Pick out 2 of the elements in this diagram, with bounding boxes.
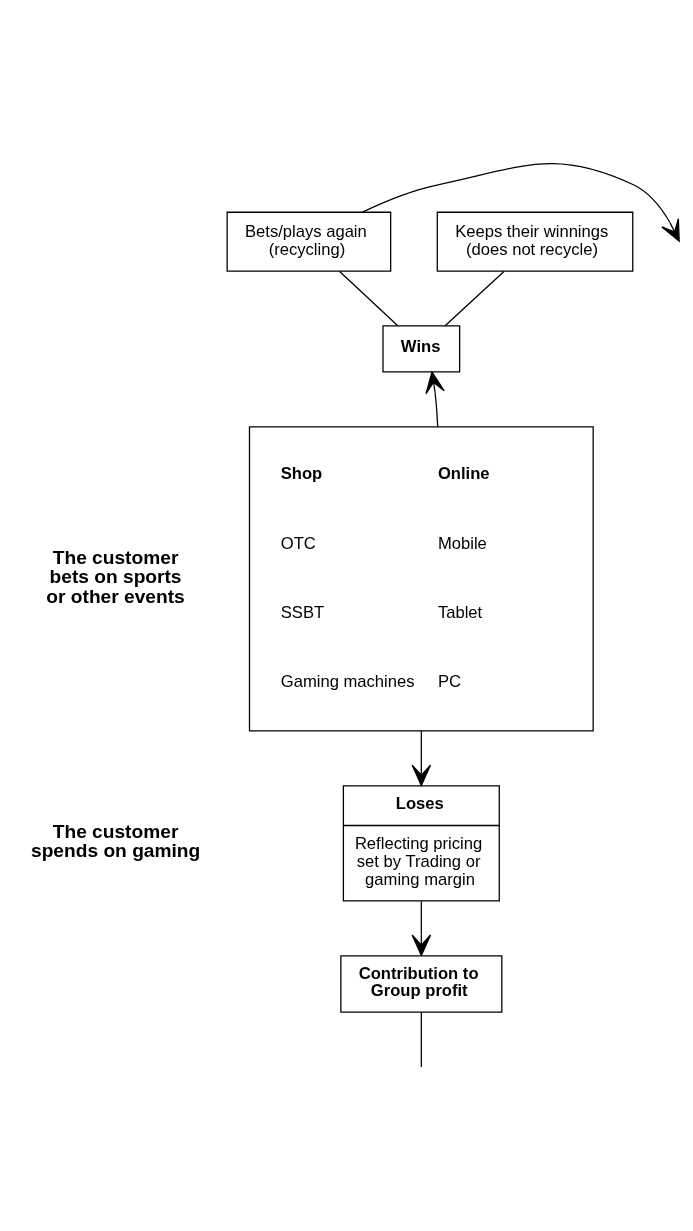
label: The customer bets on sports or other events: [46, 547, 185, 607]
label: The customer spends on gaming: [31, 821, 201, 862]
